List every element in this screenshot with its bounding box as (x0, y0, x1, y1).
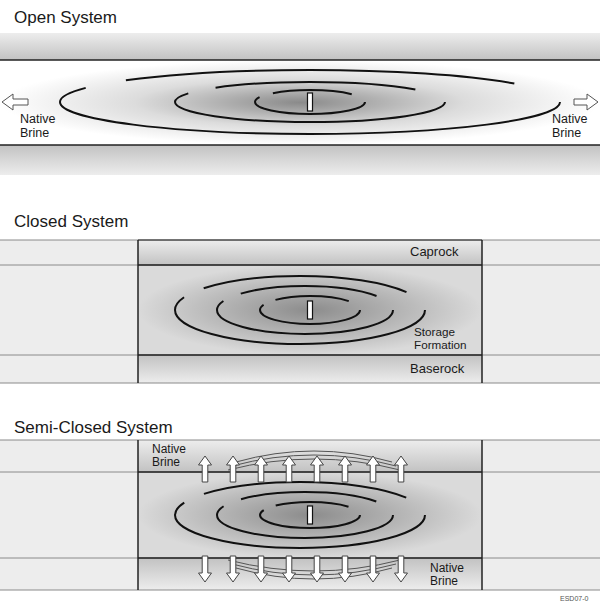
closed-system-panel (0, 240, 600, 383)
brine-label: Native Brine (152, 443, 198, 469)
figure-id: ESD07-0 (560, 594, 600, 603)
semi-closed-system-panel (0, 440, 600, 590)
rock-layer-band: Baserock (138, 355, 482, 383)
open-system-panel (0, 33, 600, 175)
section-title: Semi-Closed System (14, 418, 234, 438)
rock-layer-band: Caprock (138, 240, 482, 265)
brine-flow-arrow (574, 94, 598, 110)
rock-layer-band: Storage Formation (138, 265, 482, 355)
layer-name: Caprock (410, 245, 480, 259)
brine-label: Native Brine (20, 112, 66, 140)
leakage-arrows (199, 456, 408, 582)
layer-name: Storage Formation (414, 325, 484, 351)
brine-flow-arrow (2, 94, 28, 110)
section-title: Closed System (14, 212, 214, 232)
section-title: Open System (14, 8, 214, 28)
brine-label: Native Brine (552, 112, 596, 140)
layer-name: Baserock (410, 362, 480, 376)
brine-label: Native Brine (430, 562, 476, 588)
